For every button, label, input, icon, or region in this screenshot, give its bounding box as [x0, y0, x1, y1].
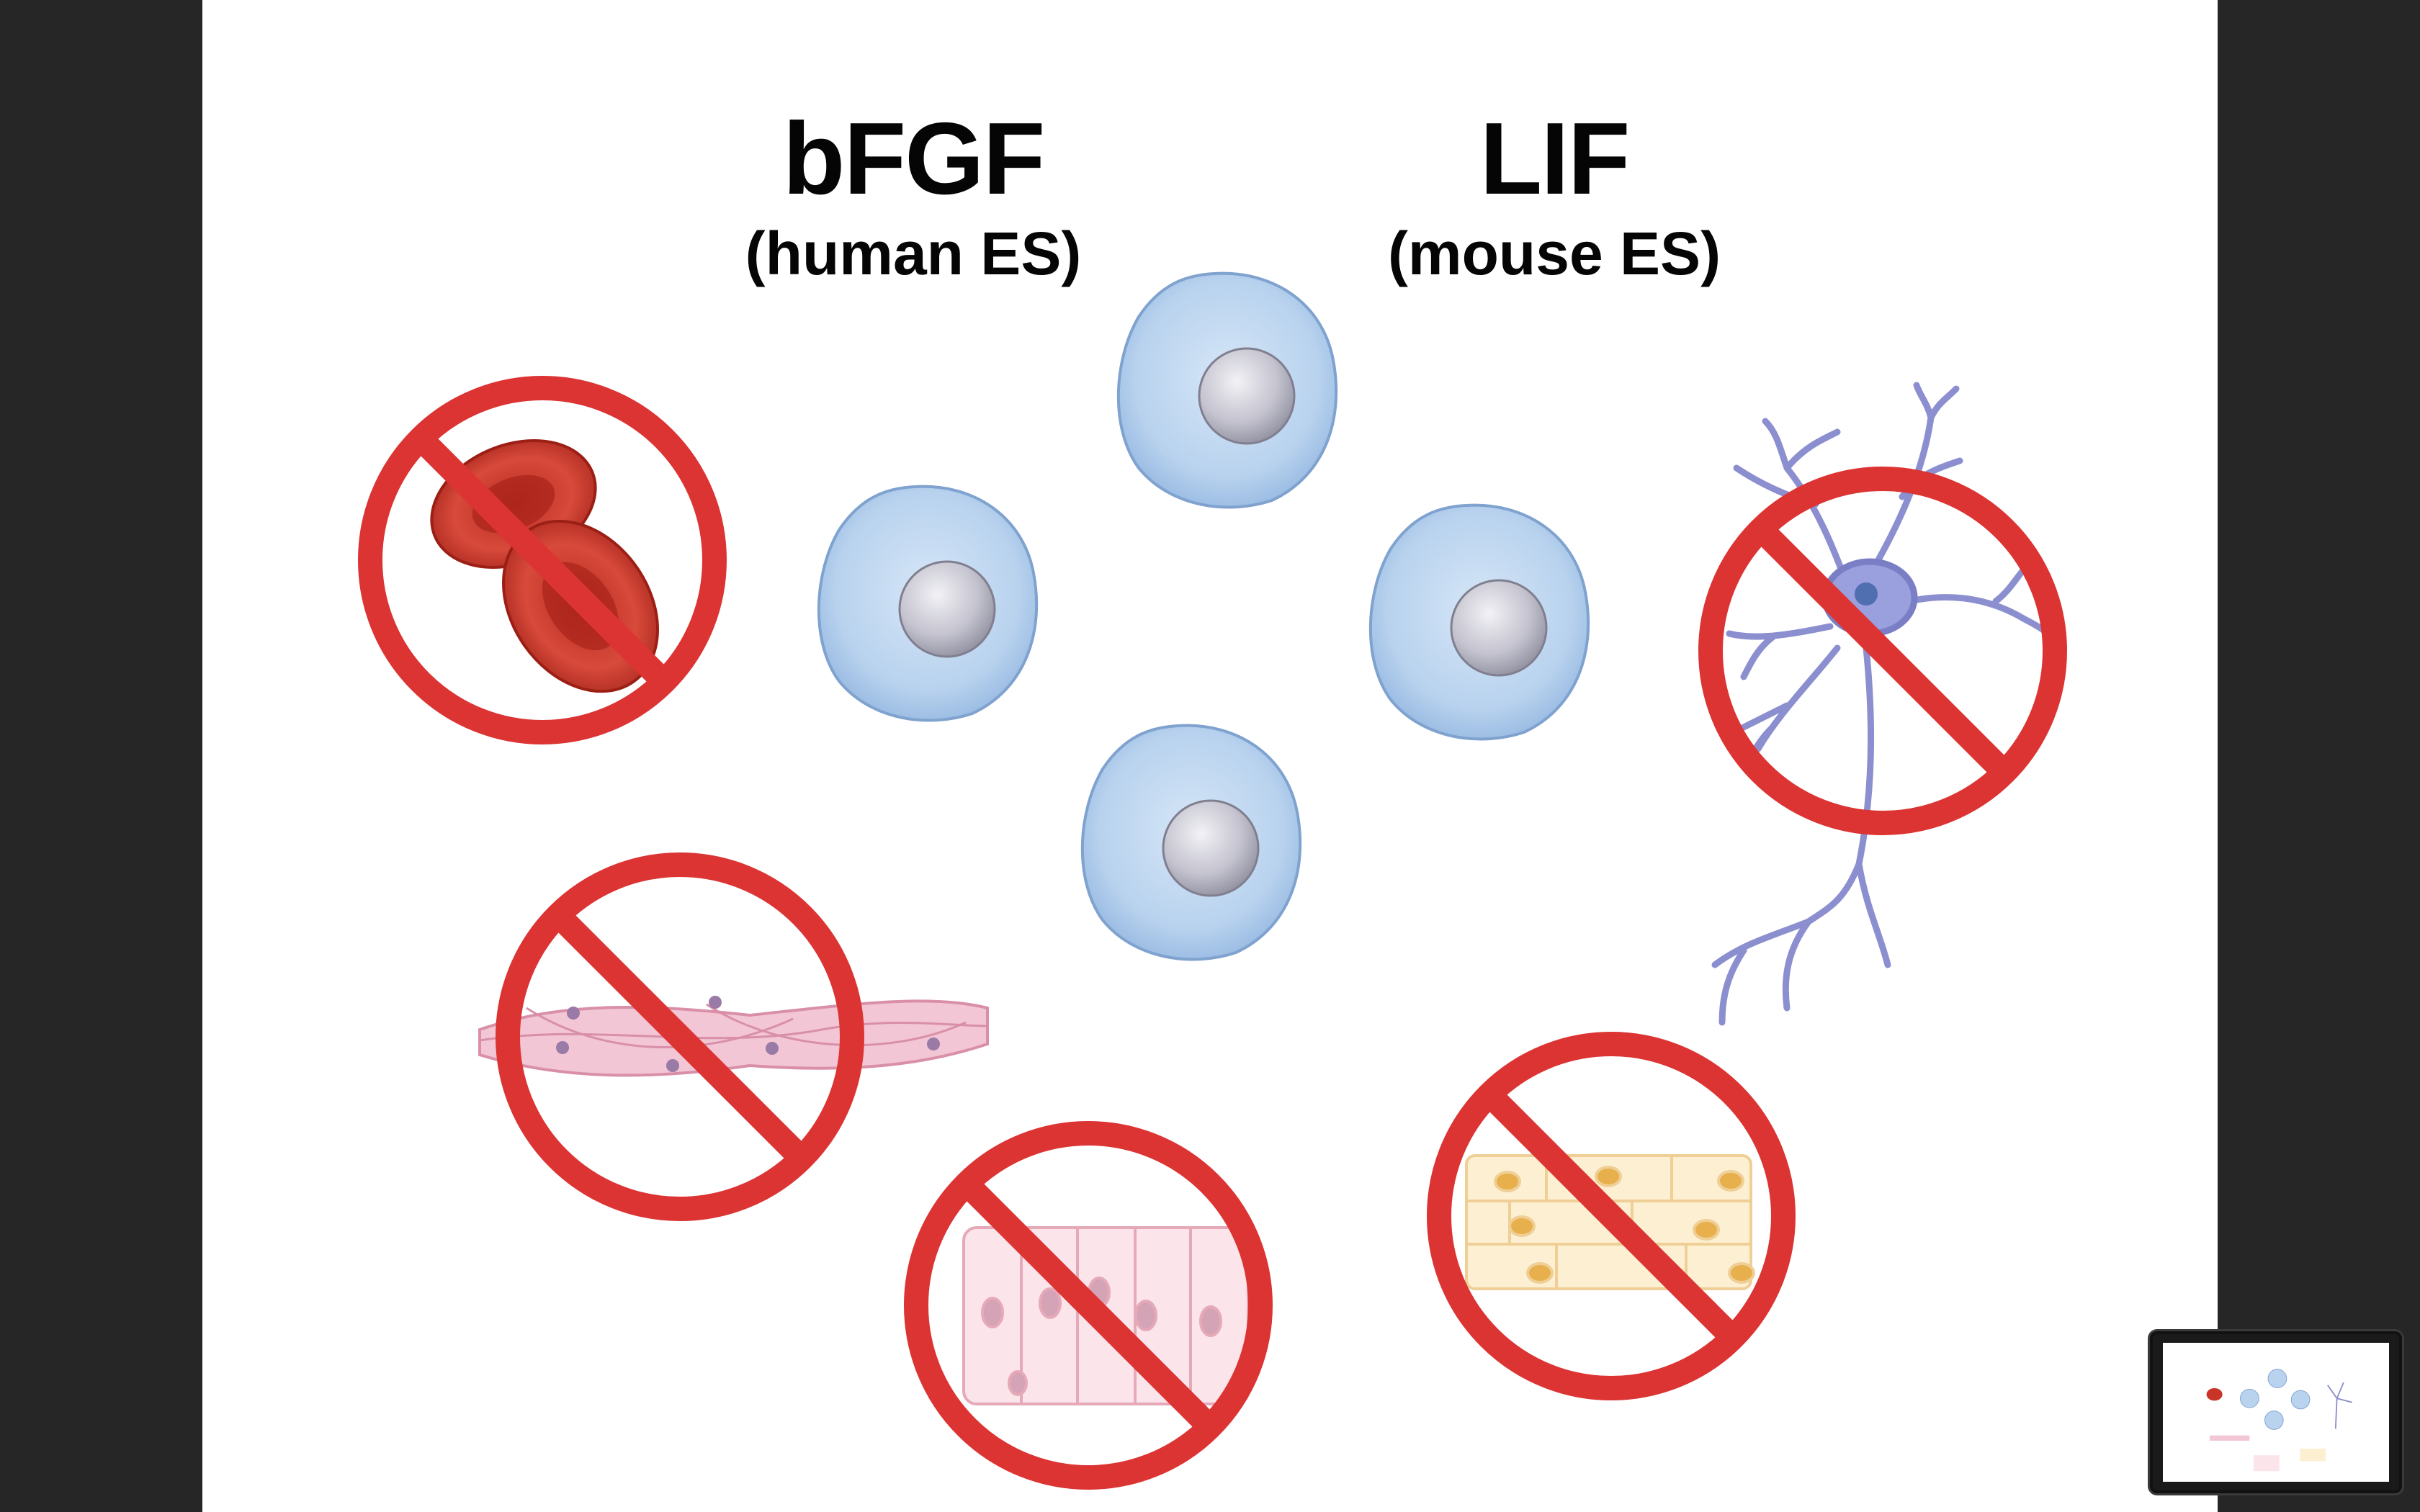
- bfgf-name: bFGF: [782, 102, 1046, 216]
- lif-name: LIF: [1479, 102, 1631, 216]
- prohibited-icon: [358, 376, 727, 744]
- muscle-cell-icon: [478, 996, 989, 1077]
- prohibited-icon: [1698, 467, 2067, 835]
- bfgf-label: bFGF (human ES): [625, 108, 1201, 284]
- prohibited-icon: [1427, 1032, 1796, 1400]
- lif-label: LIF (mouse ES): [1266, 108, 1842, 284]
- lif-subtitle: (mouse ES): [1387, 220, 1721, 287]
- slide-thumbnail[interactable]: [2150, 1331, 2402, 1493]
- prohibited-icon: [904, 1121, 1273, 1490]
- thumbnail-preview: [2163, 1343, 2389, 1482]
- epithelial-cell-icon: [962, 1226, 1250, 1405]
- bfgf-subtitle: (human ES): [745, 220, 1082, 287]
- slide-illustration: [358, 271, 2067, 1490]
- prohibited-icon: [496, 852, 864, 1221]
- stem-cell-icon: [1080, 724, 1302, 961]
- slide: bFGF (human ES) LIF (mouse ES): [202, 0, 2218, 1512]
- stem-cell-icon: [817, 485, 1039, 722]
- stem-cell-icon: [1116, 271, 1338, 509]
- thumbnail-illustration: [2206, 1369, 2353, 1472]
- stem-cell-icon: [1368, 503, 1590, 741]
